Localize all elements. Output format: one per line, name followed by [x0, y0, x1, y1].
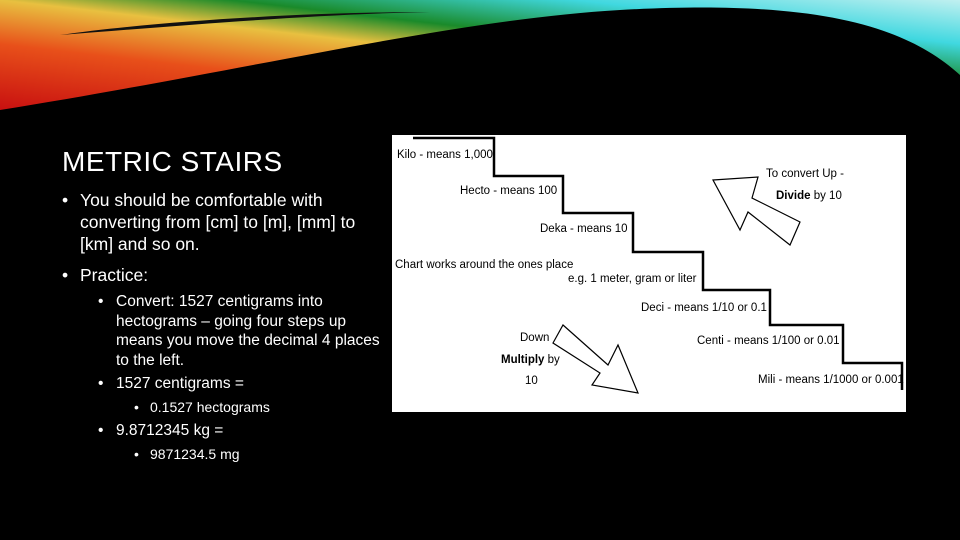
step-label: e.g. 1 meter, gram or liter — [568, 273, 697, 285]
bullet-icon: • — [98, 422, 104, 439]
down-note-line2: Multiply by — [501, 354, 560, 366]
bullet-icon: • — [62, 190, 69, 210]
sub-sub-bullet-item: • 9871234.5 mg — [134, 445, 240, 463]
staircase-line — [413, 136, 904, 390]
bullet-icon: • — [134, 399, 139, 415]
arrow-down-icon — [552, 324, 639, 394]
bullet-text: 9871234.5 mg — [150, 446, 240, 462]
bullet-text: 9.8712345 kg = — [116, 422, 224, 439]
step-label: Chart works around the ones place — [395, 259, 573, 271]
step-label: Deci - means 1/10 or 0.1 — [641, 302, 767, 314]
sub-bullet-item: • Convert: 1527 centigrams into hectogram… — [98, 292, 386, 370]
down-note-rest: by — [544, 354, 560, 366]
bullet-item: • You should be comfortable with converti… — [62, 189, 390, 255]
step-label: Hecto - means 100 — [460, 185, 557, 197]
image-background — [392, 135, 906, 412]
step-labels: Kilo - means 1,000 Hecto - means 100 Dek… — [395, 149, 904, 387]
down-note: Down — [520, 332, 549, 344]
up-note-line2: Divide by 10 — [776, 190, 842, 202]
divide-bold: Divide — [776, 190, 811, 202]
sub-bullet-item: • 1527 centigrams = — [98, 374, 386, 394]
up-note: To convert Up - — [766, 168, 844, 180]
bullet-text: Practice: — [80, 265, 149, 285]
bullet-text: Convert: 1527 centigrams into hectograms… — [116, 293, 380, 369]
sub-sub-bullet-item: • 0.1527 hectograms — [134, 398, 270, 416]
bullet-text: 1527 centigrams = — [116, 375, 244, 392]
bullet-text: 0.1527 hectograms — [150, 399, 270, 415]
step-label: Kilo - means 1,000 — [397, 149, 493, 161]
arrow-up-icon — [712, 176, 801, 246]
sub-bullet-item: • 9.8712345 kg = — [98, 421, 386, 441]
step-label: Deka - means 10 — [540, 223, 628, 235]
decorative-banner — [0, 0, 960, 110]
bullet-icon: • — [98, 293, 104, 310]
multiply-bold: Multiply — [501, 354, 545, 366]
bullet-icon: • — [98, 375, 104, 392]
bullet-item: • Practice: — [62, 264, 148, 286]
bullet-icon: • — [134, 446, 139, 462]
bullet-text: You should be comfortable with convertin… — [80, 190, 356, 254]
slide-title: METRIC STAIRS — [62, 146, 283, 177]
step-label: Mili - means 1/1000 or 0.001 — [758, 374, 904, 386]
bullet-icon: • — [62, 265, 69, 285]
step-label: Centi - means 1/100 or 0.01 — [697, 335, 840, 347]
up-note-rest: by 10 — [811, 190, 842, 202]
down-note-line3: 10 — [525, 375, 538, 387]
